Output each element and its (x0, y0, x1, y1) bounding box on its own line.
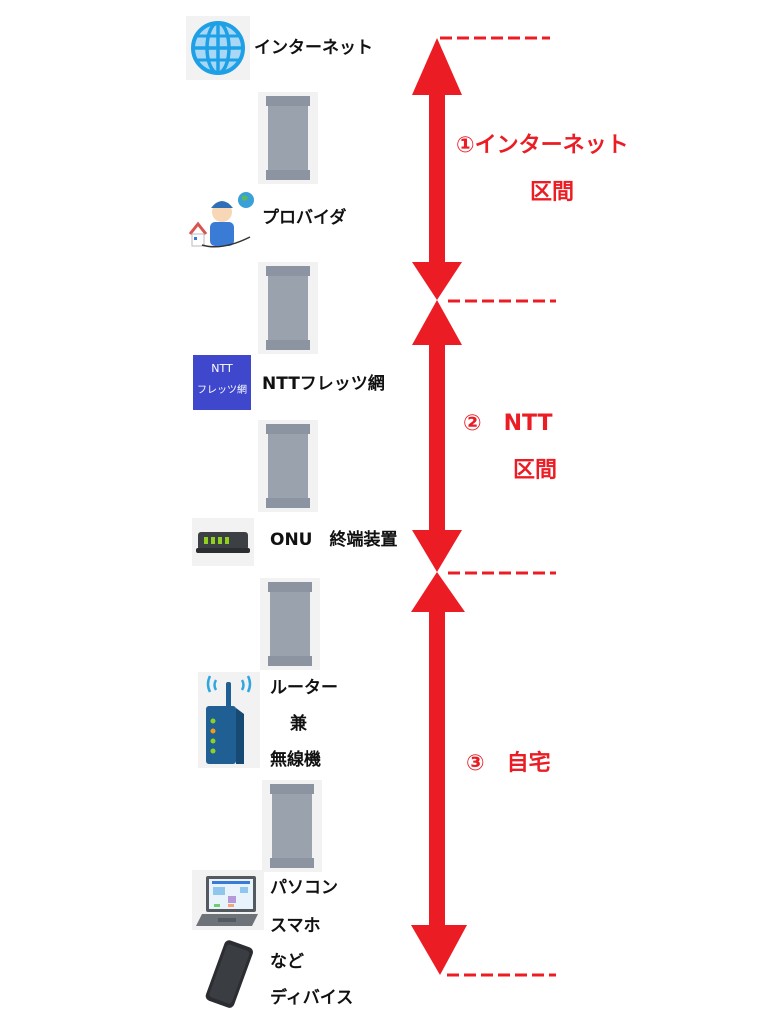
smartphone-icon (196, 940, 262, 1010)
node-label-onu: ONU 終端装置 (270, 530, 398, 550)
node-label-router-line2: 兼 (290, 714, 307, 734)
section-label-ntt-line2: 区間 (513, 458, 558, 483)
section-label-internet-line2: 区間 (530, 180, 575, 205)
cable-icon (260, 578, 320, 670)
cable-icon (258, 92, 318, 184)
node-label-provider: プロバイダ (262, 208, 347, 228)
internet-section-arrow (412, 38, 462, 300)
node-label-devices-line1: パソコン (270, 878, 338, 898)
section-label-internet-line1: ①インターネット (456, 133, 629, 158)
node-label-router-line3: 無線機 (270, 750, 321, 770)
section-label-home: ③ 自宅 (466, 751, 551, 776)
cable-icon (262, 780, 322, 872)
ntt-flets-icon: NTT フレッツ網 (193, 355, 251, 410)
home-section-arrow (411, 572, 467, 975)
section-label-ntt-line1: ② NTT (463, 411, 553, 436)
node-label-devices-line2: スマホ (270, 916, 321, 936)
cable-icon (258, 420, 318, 512)
wireless-router-icon (198, 672, 260, 768)
ntt-icon-text-line1: NTT (211, 362, 233, 375)
ntt-section-arrow (412, 300, 462, 572)
node-label-ntt: NTTフレッツ網 (262, 374, 385, 394)
provider-worker-icon (188, 190, 254, 254)
node-label-internet: インターネット (254, 38, 373, 58)
node-label-devices-line3: など (270, 952, 304, 972)
ntt-icon-text-line2: フレッツ網 (197, 385, 247, 396)
laptop-icon (192, 870, 264, 930)
cable-icon (258, 262, 318, 354)
node-label-router-line1: ルーター (270, 678, 338, 698)
globe-icon (186, 16, 250, 80)
node-label-devices-line4: ディバイス (270, 988, 354, 1008)
onu-device-icon (192, 518, 254, 566)
